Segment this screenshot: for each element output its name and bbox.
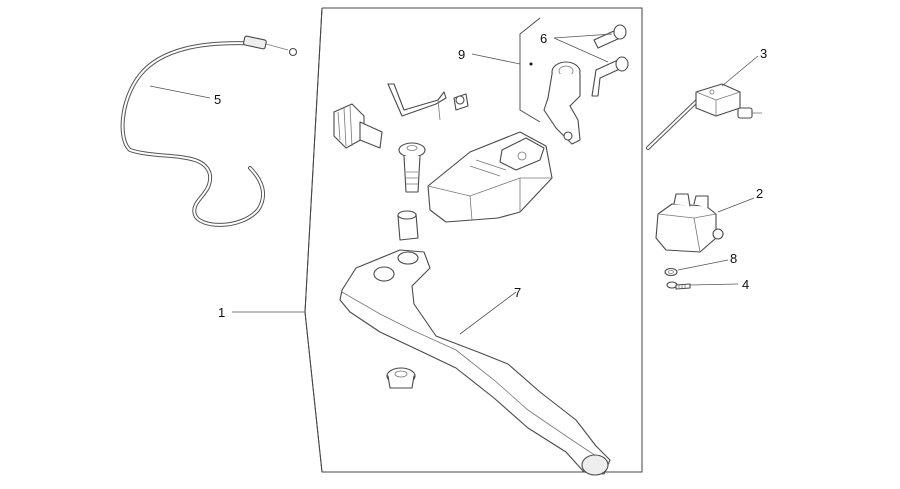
callout-1: 1 [218, 305, 225, 320]
part-6-bolts [591, 24, 629, 97]
leader-3 [721, 55, 759, 87]
leader-7 [459, 291, 517, 335]
callout-9: 9 [458, 47, 465, 62]
part-3-switch [646, 83, 762, 150]
bracket-clip [387, 83, 469, 121]
leader-6 [553, 33, 613, 63]
callout-6: 6 [540, 31, 547, 46]
leader-8 [677, 259, 729, 271]
assembly-frame-inner [304, 7, 323, 473]
callout-7: 7 [514, 285, 521, 300]
part-4-screw [666, 281, 691, 290]
pivot-bolt [398, 142, 426, 193]
leader-5 [149, 85, 211, 99]
leader-2 [717, 197, 755, 213]
lever-housing [427, 131, 553, 223]
callout-4: 4 [742, 277, 749, 292]
leader-9-dot [529, 62, 533, 66]
callout-5: 5 [214, 92, 221, 107]
assembly-frame [304, 7, 643, 473]
callout-8: 8 [730, 251, 737, 266]
callout-3: 3 [760, 46, 767, 61]
bushing [397, 210, 419, 241]
leader-4 [689, 283, 739, 286]
part-9-clamp [519, 17, 581, 145]
part-2-switch-body [655, 193, 724, 253]
callout-2: 2 [756, 186, 763, 201]
leader-9 [471, 53, 521, 65]
part-8-washer [664, 267, 678, 277]
part-5-cable [120, 35, 298, 227]
grommet-cap [386, 367, 416, 389]
adjuster-knob [333, 103, 383, 149]
part-7-lever [339, 249, 611, 476]
